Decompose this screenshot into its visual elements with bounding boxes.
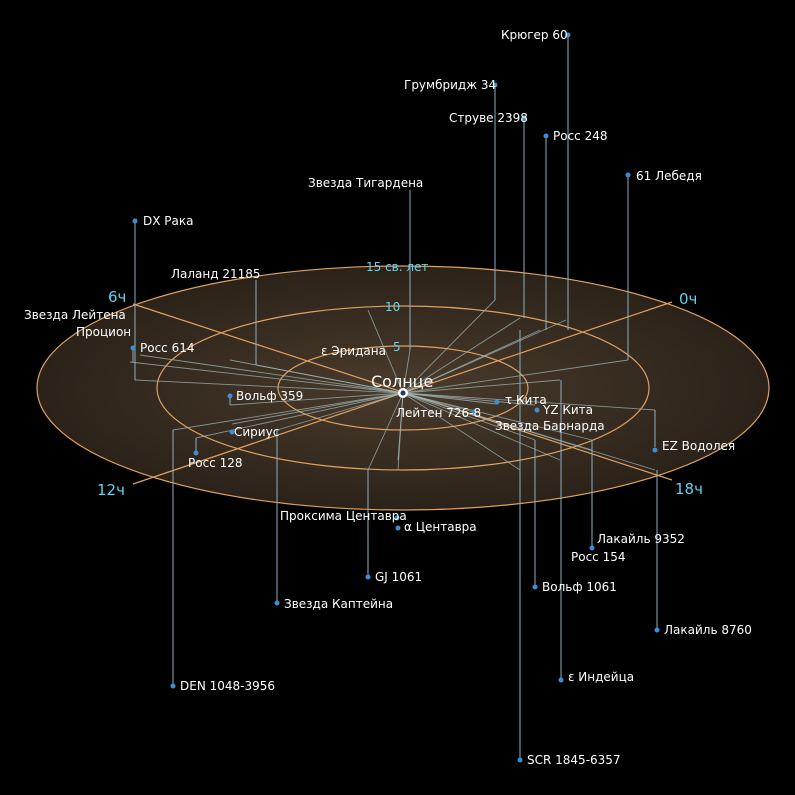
label-wolf-359: Вольф 359 <box>236 389 303 403</box>
star-lacaille-9352 <box>589 545 595 551</box>
hour-label-12h: 12ч <box>97 481 125 499</box>
star-tau-ceti <box>494 399 500 405</box>
label-procyon: Процион <box>76 325 131 339</box>
star-struve-2398 <box>521 115 527 121</box>
star-wolf-359 <box>227 393 233 399</box>
label-kapteyn: Звезда Каптейна <box>284 597 393 611</box>
label-struve-2398: Струве 2398 <box>449 111 528 125</box>
star-dx-cancri <box>132 218 138 224</box>
label-tau-ceti: τ Кита <box>505 393 547 407</box>
label-dx-cancri: DX Рака <box>143 214 193 228</box>
ring-label-15: 15 св. лет <box>366 260 428 274</box>
star-luyten-726-8 <box>471 409 477 415</box>
label-scr-1845: SCR 1845-6357 <box>527 753 621 767</box>
star-den-1048 <box>170 683 176 689</box>
star-labels: Крюгер 60 Грумбридж 34 Струве 2398 Росс … <box>24 28 752 767</box>
label-lacaille-8760: Лакайль 8760 <box>664 623 752 637</box>
star-kruger-60 <box>565 32 571 38</box>
star-alpha-centauri <box>395 525 401 531</box>
label-lalande-21185: Лаланд 21185 <box>171 267 261 281</box>
label-ross-154: Росс 154 <box>571 550 626 564</box>
ring-5-ly <box>277 345 529 431</box>
ring-label-10: 10 <box>385 300 400 314</box>
hour-label-18h: 18ч <box>675 480 703 498</box>
star-ross-128 <box>193 450 199 456</box>
star-groombridge-34 <box>492 82 498 88</box>
label-ross-248: Росс 248 <box>553 129 608 143</box>
sun-label: Солнце <box>371 372 433 391</box>
label-barnard: Звезда Барнарда <box>495 419 605 433</box>
label-luyten: Звезда Лейтена <box>24 308 126 322</box>
ring-label-5: 5 <box>393 340 401 354</box>
star-wolf-1061 <box>532 584 538 590</box>
label-yz-ceti: YZ Кита <box>542 403 593 417</box>
star-kapteyn <box>274 600 280 606</box>
label-lacaille-9352: Лакайль 9352 <box>597 532 685 546</box>
star-proxima <box>394 515 400 521</box>
label-sirius: Сириус <box>234 425 279 439</box>
star-gj-1061 <box>365 574 371 580</box>
star-61-cygni <box>625 172 631 178</box>
star-epsilon-indi <box>558 677 564 683</box>
ring-10-ly <box>156 305 650 471</box>
ring-15-ly <box>36 265 770 511</box>
drop-lines <box>132 35 658 760</box>
star-ross-614 <box>130 345 136 351</box>
star-dots <box>130 32 660 763</box>
star-yz-ceti <box>534 407 540 413</box>
label-epsilon-eridani: ε Эридана <box>321 344 386 358</box>
label-ross-614: Росс 614 <box>140 341 195 355</box>
label-gj-1061: GJ 1061 <box>375 570 422 584</box>
star-scr-1845 <box>517 757 523 763</box>
star-ross-248 <box>543 133 549 139</box>
label-epsilon-indi: ε Индейца <box>568 670 634 684</box>
label-groombridge-34: Грумбридж 34 <box>404 78 496 92</box>
label-luyten-726-8: Лейтен 726-8 <box>396 406 481 420</box>
label-teegarden: Звезда Тигардена <box>308 176 423 190</box>
label-ross-128: Росс 128 <box>188 456 243 470</box>
star-sirius <box>229 429 235 435</box>
label-ez-aquarii: EZ Водолея <box>662 439 735 453</box>
hour-label-6h: 6ч <box>108 288 126 306</box>
sun-marker-core <box>400 390 406 396</box>
label-proxima: Проксима Центавра <box>280 509 407 523</box>
star-lacaille-8760 <box>654 627 660 633</box>
hour-label-0h: 0ч <box>679 290 697 308</box>
label-alpha-centauri: α Центавра <box>404 520 477 534</box>
star-ez-aquarii <box>652 447 658 453</box>
label-wolf-1061: Вольф 1061 <box>542 580 617 594</box>
label-den-1048: DEN 1048-3956 <box>180 679 275 693</box>
label-61-cygni: 61 Лебедя <box>636 169 702 183</box>
label-kruger-60: Крюгер 60 <box>501 28 568 42</box>
